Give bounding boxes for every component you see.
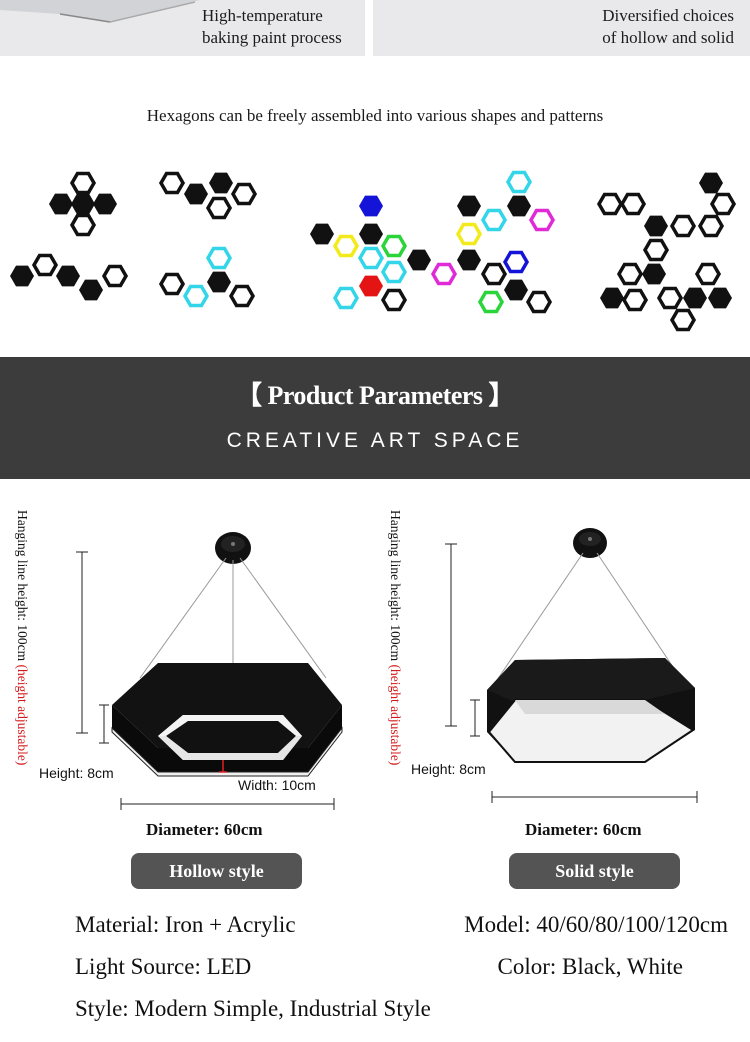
hexagon-shape [332, 286, 360, 310]
height-label: Height: 8cm [39, 765, 114, 781]
hexagon-shape [596, 192, 624, 216]
hexagon-shape [457, 249, 481, 271]
hexagon-shape [357, 246, 385, 270]
hanging-height-text: Hanging line height: 100cm [388, 510, 403, 665]
feature-text-baking: High-temperature baking paint process [202, 5, 342, 49]
feature-line: High-temperature [202, 6, 323, 25]
lamp-edge-photo [0, 0, 200, 23]
hexagon-shape [69, 213, 97, 237]
hanging-height-label: Hanging line height: 100cm (height adjus… [14, 510, 30, 765]
hexagon-shape [457, 195, 481, 217]
hexagon-shape [380, 288, 408, 312]
diameter-label: Diameter: 60cm [146, 820, 263, 839]
hexagon-shape [455, 222, 483, 246]
hexagon-shape [669, 308, 697, 332]
feature-line: Diversified choices [602, 6, 734, 25]
hanging-height-label: Hanging line height: 100cm (height adjus… [387, 510, 403, 765]
spec-material: Material: Iron + Acrylic [75, 912, 296, 937]
parameters-subtitle: CREATIVE ART SPACE [226, 429, 524, 452]
hexagon-shape [359, 223, 383, 245]
feature-line: of hollow and solid [602, 28, 734, 47]
solid-style-badge: Solid style [509, 853, 680, 889]
hexagon-shape [644, 215, 668, 237]
hexagon-shape [480, 208, 508, 232]
parameters-banner: 【 Product Parameters 】 CREATIVE ART SPAC… [0, 357, 750, 479]
hexagon-shape [230, 182, 258, 206]
width-label: Width: 10cm [238, 777, 316, 793]
spec-style: Style: Modern Simple, Industrial Style [75, 996, 431, 1021]
hexagon-shape [56, 265, 80, 287]
feature-panel-baking: High-temperature baking paint process [0, 0, 365, 56]
hexagon-shape [207, 271, 231, 293]
hexagon-shape [683, 287, 707, 309]
hexagon-shape [694, 262, 722, 286]
hexagon-shape [209, 172, 233, 194]
spec-model: Model: 40/60/80/100/120cm [464, 912, 728, 937]
hexagon-shape [619, 192, 647, 216]
hollow-style-badge: Hollow style [131, 853, 302, 889]
hexagon-shape [332, 234, 360, 258]
hexagon-shape [616, 262, 644, 286]
hexagon-shape [525, 290, 553, 314]
hexagon-shape [158, 171, 186, 195]
hexagon-shape [507, 195, 531, 217]
hexagon-shape [642, 263, 666, 285]
hexagon-shape [708, 287, 732, 309]
hollow-lamp-drawing [76, 532, 343, 810]
solid-diagram: Hanging line height: 100cm (height adjus… [375, 500, 750, 839]
hexagon-shape [528, 208, 556, 232]
hexagon-shape [642, 238, 670, 262]
hexagon-shape [184, 183, 208, 205]
hexagon-shape [69, 171, 97, 195]
hexagon-shape [205, 246, 233, 270]
spec-light-source: Light Source: LED [75, 954, 252, 979]
solid-lamp-drawing [445, 528, 698, 803]
feature-strip: High-temperature baking paint process Di… [0, 0, 750, 56]
hexagon-shape [502, 250, 530, 274]
hexagon-shape [31, 253, 59, 277]
hexagon-shape [101, 264, 129, 288]
hexagon-shape [505, 170, 533, 194]
hexagon-shape [709, 192, 737, 216]
hexagon-shape [669, 214, 697, 238]
hanging-height-text: Hanging line height: 100cm [15, 510, 30, 665]
hexagon-shape [480, 262, 508, 286]
hexagon-shape [49, 193, 73, 215]
parameters-title: 【 Product Parameters 】 [235, 381, 515, 410]
hexagon-shape [310, 223, 334, 245]
hexagon-shape [71, 193, 95, 215]
hexagon-shape [359, 195, 383, 217]
height-label: Height: 8cm [411, 761, 486, 777]
height-adjustable-note: (height adjustable) [15, 664, 30, 766]
assembly-caption: Hexagons can be freely assembled into va… [146, 106, 604, 125]
hexagon-shape [359, 275, 383, 297]
feature-panel-choices: Diversified choices of hollow and solid [373, 0, 750, 56]
hexagon-shape [79, 279, 103, 301]
hexagon-shape [430, 262, 458, 286]
hexagon-shape [380, 234, 408, 258]
hexagon-shape [380, 260, 408, 284]
hexagon-shape [600, 287, 624, 309]
spec-color: Color: Black, White [497, 954, 683, 979]
hexagon-shape [699, 172, 723, 194]
hexagon-shape [504, 279, 528, 301]
hexagon-patterns-illustration [10, 170, 737, 332]
hexagon-shape [621, 288, 649, 312]
feature-line: baking paint process [202, 28, 342, 47]
hexagon-shape [205, 196, 233, 220]
height-adjustable-note: (height adjustable) [388, 664, 403, 766]
hexagon-shape [182, 284, 210, 308]
hexagon-shape [93, 193, 117, 215]
hexagon-shape [656, 286, 684, 310]
hexagon-shape [477, 290, 505, 314]
hexagon-shape [228, 284, 256, 308]
hexagon-shape [697, 214, 725, 238]
hexagon-shape [158, 272, 186, 296]
feature-text-choices: Diversified choices of hollow and solid [602, 5, 734, 49]
hexagon-shape [407, 249, 431, 271]
hollow-diagram: Hanging line height: 100cm (height adjus… [0, 500, 375, 839]
hexagon-shape [10, 265, 34, 287]
diameter-label: Diameter: 60cm [525, 820, 642, 839]
